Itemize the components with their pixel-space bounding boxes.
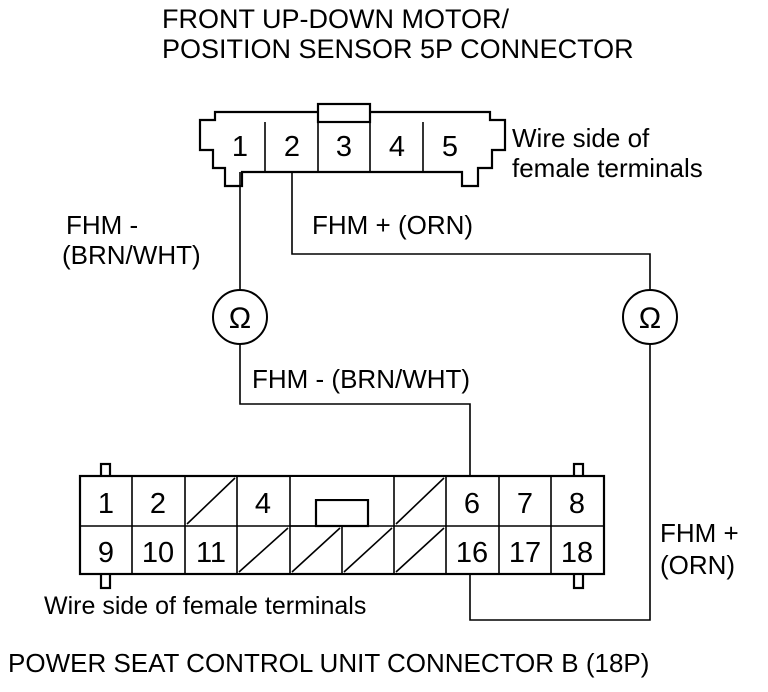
top-connector-title-line1: FRONT UP-DOWN MOTOR/ [162,4,509,34]
wires [239,172,651,621]
top-pin-4: 4 [389,131,405,163]
bottom-pin-16: 16 [456,537,488,569]
ohmmeter-right: Ω [622,289,678,345]
bottom-pin-11: 11 [196,537,226,569]
bottom-pin-9: 9 [98,537,114,569]
bottom-pin-6: 6 [464,488,480,520]
bottom-pin-2: 2 [150,488,166,520]
bottom-connector-title: POWER SEAT CONTROL UNIT CONNECTOR B (18P… [8,648,649,678]
top-side-label-line2: female terminals [512,153,703,183]
bottom-pin-17: 17 [509,537,541,569]
bottom-side-label: Wire side of female terminals [44,592,366,620]
fhm-plus-top-label: FHM + (ORN) [312,210,473,240]
top-connector-title-line2: POSITION SENSOR 5P CONNECTOR [162,34,634,64]
bottom-pin-10: 10 [142,537,174,569]
top-pin-5: 5 [442,131,458,163]
fhm-minus-mid-label: FHM - (BRN/WHT) [252,364,470,394]
fhm-minus-label-line1: FHM - [66,210,138,240]
top-pin-1: 1 [232,131,248,163]
fhm-plus-right-label-line1: FHM + [660,518,739,548]
top-5p-connector: 1 2 3 4 5 [198,102,507,188]
bottom-pin-18: 18 [561,537,593,569]
fhm-plus-right-label-line2: (ORN) [660,550,735,580]
ohmmeter-left: Ω [212,289,268,345]
bottom-pin-7: 7 [517,488,533,520]
bottom-18p-connector: 1 2 4 6 7 8 9 10 11 16 17 18 [78,462,606,590]
ohm-symbol-right: Ω [639,302,661,335]
top-pin-2: 2 [284,131,300,163]
top-pin-3: 3 [336,131,352,163]
bottom-pin-1: 1 [98,488,114,520]
ohm-symbol-left: Ω [229,302,251,335]
bottom-pin-8: 8 [569,488,585,520]
bottom-pin-4: 4 [255,488,271,520]
fhm-minus-label-line2: (BRN/WHT) [62,240,201,270]
top-side-label-line1: Wire side of [512,123,650,153]
